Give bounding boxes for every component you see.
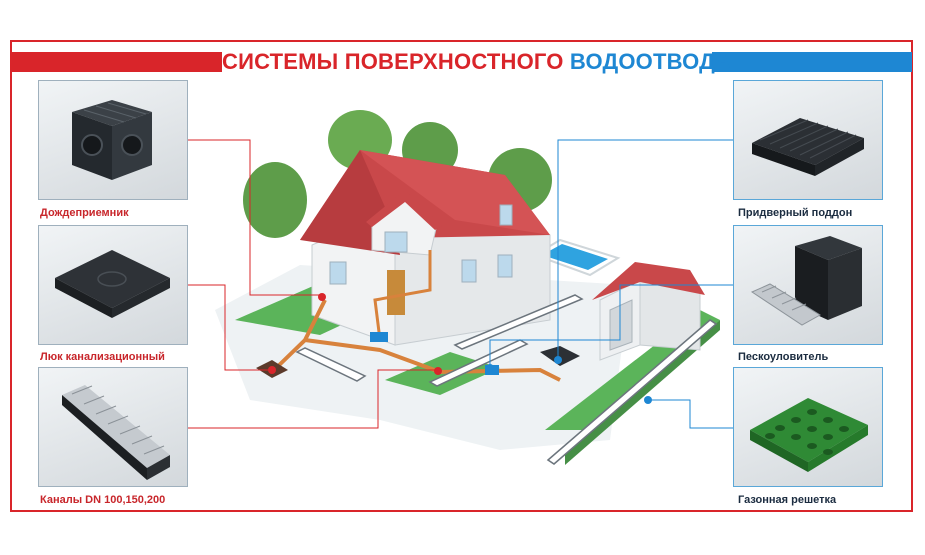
drain-channels xyxy=(256,294,718,465)
title-blue-stripe xyxy=(712,52,912,72)
door-mat-tray-icon xyxy=(752,118,864,176)
manhole-cover-icon xyxy=(55,250,170,318)
label-sand-trap: Пескоуловитель xyxy=(738,351,829,363)
label-manhole-cover: Люк канализационный xyxy=(40,351,165,363)
drain-channel-icon xyxy=(62,385,170,480)
rain-inlet-icon xyxy=(72,100,152,180)
sand-trap-icon xyxy=(750,236,862,326)
label-door-mat-tray: Придверный поддон xyxy=(738,207,853,219)
title-part-red: СИСТЕМЫ ПОВЕРХНОСТНОГО xyxy=(222,49,564,74)
house xyxy=(300,150,551,346)
lawn-grid-icon xyxy=(750,398,868,472)
label-drain-channel: Каналы DN 100,150,200 xyxy=(40,494,166,506)
label-rain-inlet: Дождеприемник xyxy=(40,207,129,219)
title-red-stripe xyxy=(12,52,222,72)
poster-title: СИСТЕМЫ ПОВЕРХНОСТНОГО ВОДООТВОДА xyxy=(222,44,731,80)
label-lawn-grid: Газонная решетка xyxy=(738,494,837,506)
leader-lines xyxy=(188,139,733,429)
title-part-blue: ВОДООТВОДА xyxy=(569,49,732,74)
leader-dots xyxy=(268,293,652,404)
